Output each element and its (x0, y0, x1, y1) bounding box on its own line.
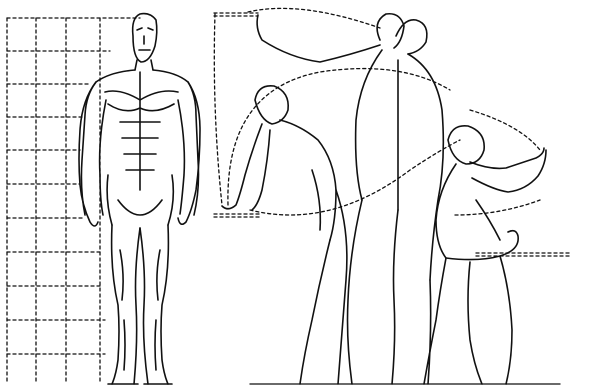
standing-anatomical-figure (79, 14, 200, 384)
standing-figure-reaching (257, 14, 443, 384)
bending-figure-reaching-down (222, 86, 347, 384)
reach-markers (214, 13, 572, 256)
